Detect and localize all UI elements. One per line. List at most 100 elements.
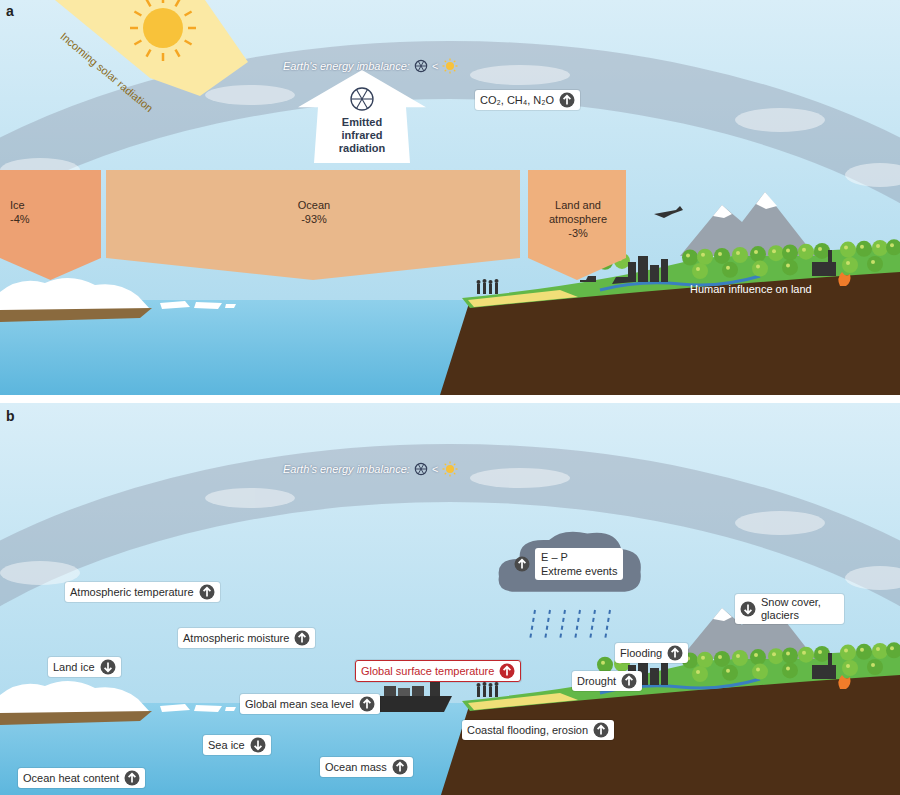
label-box: Ocean heat content: [18, 768, 145, 788]
sun-ray: [162, 53, 165, 61]
shape: [454, 473, 455, 474]
label-text: Sea ice: [208, 739, 245, 751]
label-text: Global mean sea level: [245, 698, 354, 710]
shape: [445, 464, 446, 465]
label-text: Extreme events: [541, 564, 617, 578]
shape: [443, 65, 445, 66]
shape: [104, 663, 111, 672]
shape: [357, 99, 363, 109]
shape: [443, 468, 445, 469]
label-text: Flooding: [620, 647, 662, 659]
rain: [530, 610, 610, 640]
infrared-symbol: [414, 462, 428, 476]
trend-icon: [294, 630, 310, 646]
shape: [445, 70, 446, 71]
shape: [626, 677, 633, 686]
shape: [363, 700, 370, 709]
label-text: Snow cover, glaciers: [761, 596, 839, 622]
label-box: Sea ice: [203, 735, 271, 755]
sun-ray: [185, 41, 192, 45]
shape: [594, 723, 609, 738]
shape: [415, 463, 426, 474]
shape: [445, 473, 446, 474]
cloud-fill: [499, 532, 641, 592]
label-text: -93%: [116, 212, 512, 226]
label-box: Snow cover, glaciers: [735, 594, 844, 624]
shape: [295, 631, 310, 646]
shape: [362, 98, 373, 99]
infrared-symbol: [414, 59, 428, 73]
shape: [500, 664, 515, 679]
energy-share-arrow: Ocean-93%: [106, 170, 520, 280]
arrow-fill: [106, 170, 520, 280]
energy-share-arrow: Ice-4%: [0, 170, 101, 280]
shape: [450, 475, 451, 477]
trend-icon: [621, 673, 637, 689]
label-text: Ocean heat content: [23, 772, 119, 784]
label-box: Land ice: [48, 657, 121, 677]
label-text: Land and atmosphere: [538, 198, 618, 226]
shape: [446, 465, 454, 473]
label-text: -4%: [10, 212, 93, 226]
shape: [421, 66, 427, 67]
shape: [359, 697, 374, 712]
arrow-fill: [298, 70, 426, 163]
shape: [415, 469, 421, 470]
label-box: Global mean sea level: [240, 694, 380, 714]
shape: [254, 741, 261, 750]
label-text: Ocean mass: [325, 761, 387, 773]
shape: [415, 66, 421, 67]
trend-icon: [740, 601, 756, 617]
sun-ray: [185, 12, 192, 16]
label-text: Global surface temperature: [361, 665, 494, 677]
trend-icon: [593, 722, 609, 738]
label-text: Coastal flooding, erosion: [467, 724, 588, 736]
sun-ray: [147, 0, 151, 6]
shape: [564, 96, 571, 105]
infrared-symbol: [349, 86, 375, 112]
shape: [351, 98, 362, 99]
shape: [250, 738, 265, 753]
label-text: Ocean: [116, 198, 512, 212]
energy-imbalance-row: Earth's energy imbalance:<: [283, 58, 458, 74]
trend-icon: [499, 663, 515, 679]
shape: [125, 771, 140, 786]
shape: [454, 70, 455, 71]
label-box: Ocean mass: [320, 757, 413, 777]
shape: [396, 763, 403, 772]
label-text: <: [432, 463, 438, 475]
sun-ray: [130, 27, 138, 30]
label-box: Drought: [572, 671, 642, 691]
label-box: Atmospheric temperature: [65, 582, 220, 602]
shape: [351, 88, 373, 110]
label-text: Atmospheric moisture: [183, 632, 289, 644]
label-text: -3%: [538, 226, 618, 240]
shape: [446, 62, 454, 70]
label-text: Emitted infrared radiation: [339, 116, 385, 154]
shape: [519, 560, 526, 569]
label-panel: E – PExtreme events: [535, 548, 623, 580]
label-box: Global surface temperature: [355, 660, 521, 682]
shape: [418, 66, 421, 71]
shape: [741, 602, 756, 617]
shape: [560, 93, 575, 108]
sun-symbol: [442, 58, 458, 74]
shape: [392, 760, 407, 775]
label-text: Atmospheric temperature: [70, 586, 194, 598]
shape: [357, 89, 363, 99]
trend-icon: [559, 92, 575, 108]
panel-divider: [0, 395, 900, 403]
trend-icon: [124, 770, 140, 786]
shape: [100, 660, 115, 675]
shape: [421, 469, 427, 470]
energy-share-arrow: Land and atmosphere-3%: [528, 170, 626, 280]
trend-icon: [359, 696, 375, 712]
shape: [672, 649, 679, 658]
shape: [454, 61, 455, 62]
label-text: Human influence on land: [690, 283, 812, 295]
label-text: a: [6, 3, 14, 19]
energy-imbalance-row: Earth's energy imbalance:<: [283, 461, 458, 477]
shape: [456, 468, 458, 469]
sun-ray: [134, 12, 141, 16]
